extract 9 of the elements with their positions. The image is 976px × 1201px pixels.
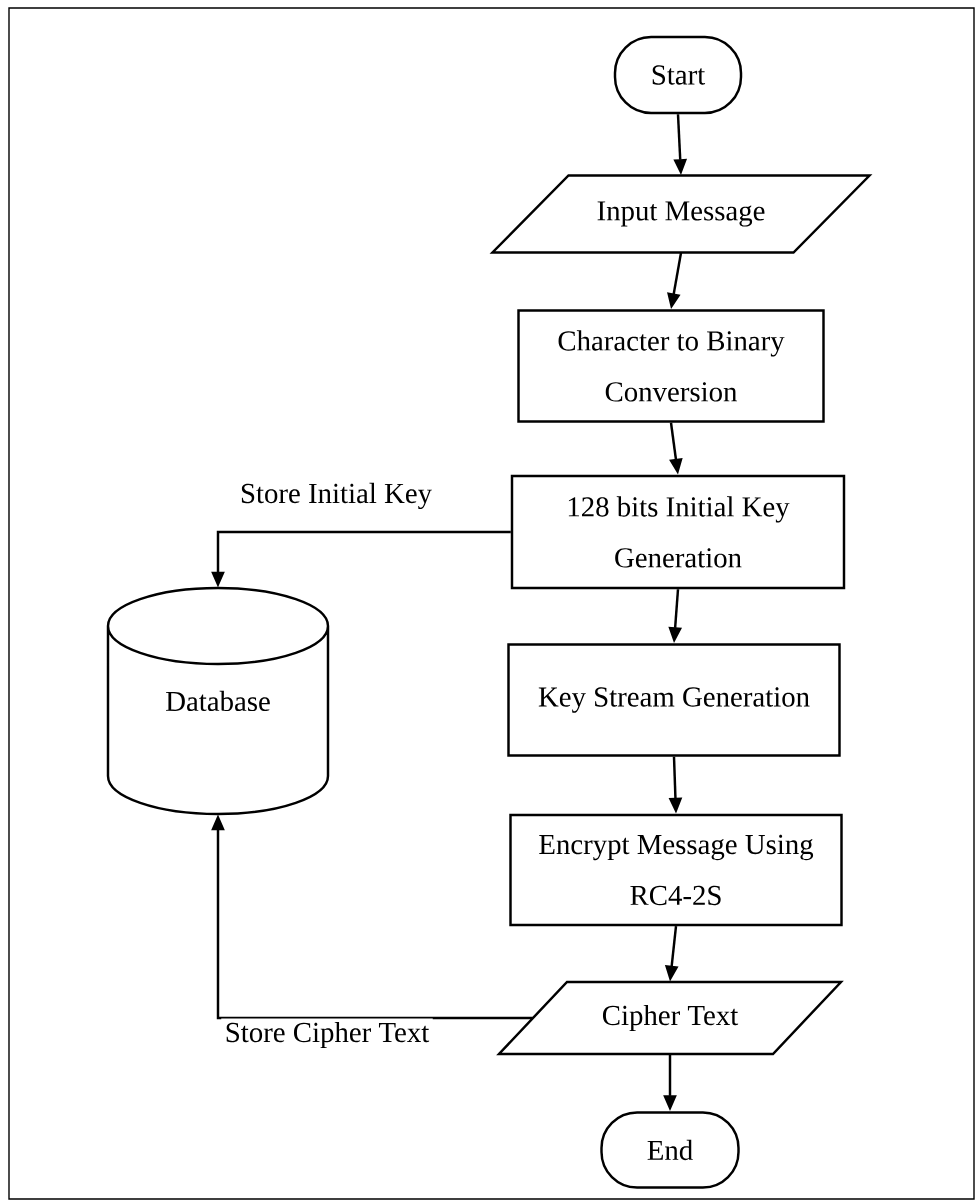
process-box: Character to Binary Conversion [517, 309, 825, 423]
terminal-box: End [600, 1111, 740, 1189]
edge-label: Store Initial Key [241, 482, 432, 510]
process-box: Encrypt Message Using RC4-2S [509, 813, 843, 927]
terminal-box: Start [613, 35, 743, 115]
database-cylinder: Database [106, 586, 330, 816]
edge-label: Store Cipher Text [226, 1021, 430, 1049]
process-box: Key Stream Generation [507, 643, 841, 757]
process-box: 128 bits Initial Key Generation [510, 474, 846, 590]
